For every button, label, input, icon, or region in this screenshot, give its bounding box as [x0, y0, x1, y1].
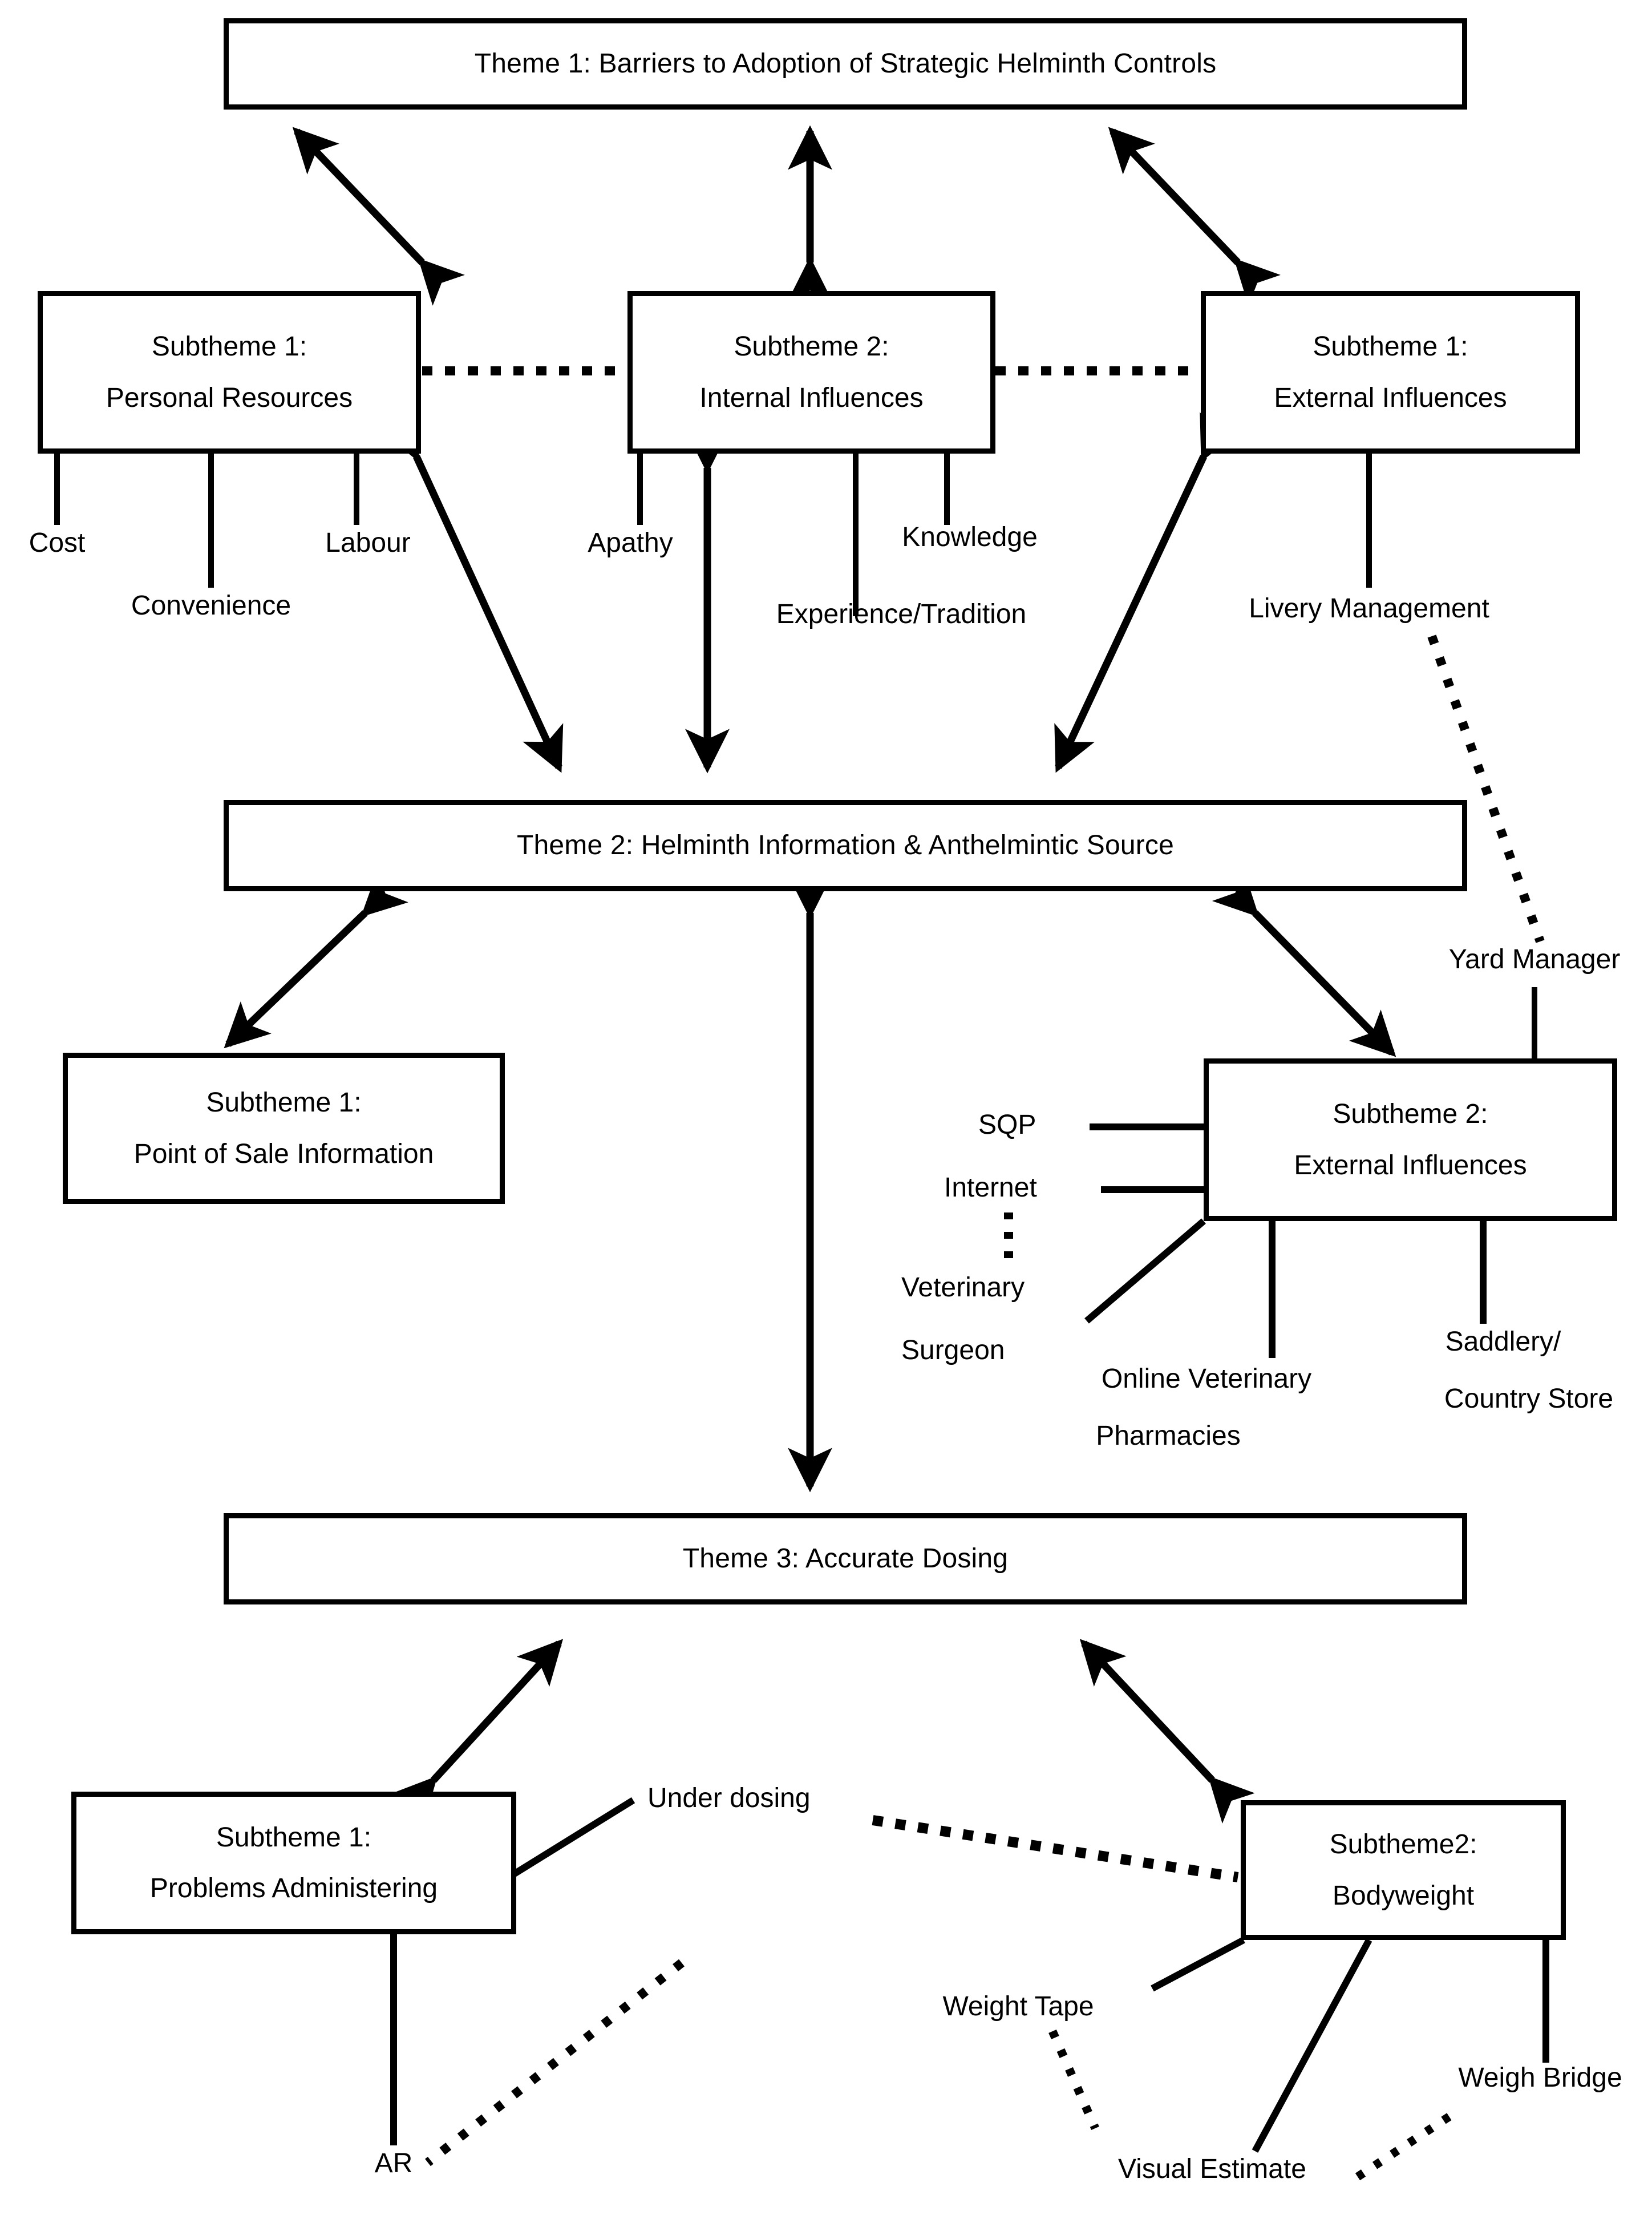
leaf-apathy: Apathy [588, 528, 673, 558]
arrow-external-theme2 [1054, 412, 1240, 773]
leaf-online-veterinary-pharmacies-line2: Pharmacies [1096, 1421, 1241, 1451]
leaf-weigh-bridge: Weigh Bridge [1458, 2063, 1622, 2093]
dotted-livery-yardmanager [1427, 634, 1545, 943]
leaf-veterinary: Veterinary [901, 1272, 1025, 1303]
theme-1-box[interactable]: Theme 1: Barriers to Adoption of Strateg… [224, 18, 1467, 110]
leaf-livery-management: Livery Management [1249, 593, 1489, 624]
leaf-under-dosing: Under dosing [647, 1783, 811, 1813]
subtheme-bodyweight-box[interactable]: Subtheme2: Bodyweight [1241, 1800, 1566, 1940]
leaf-knowledge: Knowledge [902, 522, 1038, 552]
leaf-saddlery-line1: Saddlery/ [1445, 1327, 1561, 1357]
arrow-theme2-pos [224, 870, 408, 1049]
arrow-theme1-personal [292, 127, 465, 306]
stem-underdosing-left [511, 1797, 635, 1878]
subtheme-problems-administering-box[interactable]: Subtheme 1: Problems Administering [71, 1792, 516, 1934]
subtheme-problems-administering-line2: Problems Administering [149, 1873, 438, 1903]
leaf-visual-estimate: Visual Estimate [1118, 2154, 1306, 2184]
leaf-online-veterinary-pharmacies-line1: Online Veterinary [1101, 1364, 1312, 1394]
subtheme-point-of-sale-line2: Point of Sale Information [133, 1138, 434, 1169]
theme-2-box[interactable]: Theme 2: Helminth Information & Anthelmi… [224, 800, 1467, 891]
stem-weight-tape [1151, 1937, 1245, 1992]
leaf-cost: Cost [29, 528, 86, 558]
leaf-ar: AR [374, 2148, 413, 2178]
leaf-internet: Internet [944, 1173, 1037, 1203]
leaf-convenience: Convenience [131, 591, 291, 621]
subtheme-external-influences-2-box[interactable]: Subtheme 2: External Influences [1204, 1058, 1617, 1221]
arrow-personal-theme2 [380, 412, 564, 773]
subtheme-personal-resources-line2: Personal Resources [106, 382, 353, 413]
subtheme-internal-influences-line1: Subtheme 2: [734, 332, 889, 362]
arrow-theme3-problems [391, 1639, 564, 1824]
leaf-saddlery-line2: Country Store [1444, 1384, 1614, 1414]
theme-1-label: Theme 1: Barriers to Adoption of Strateg… [474, 48, 1217, 79]
leaf-yard-manager: Yard Manager [1448, 944, 1621, 975]
subtheme-external-influences-line1: Subtheme 1: [1313, 332, 1468, 362]
leaf-weight-tape: Weight Tape [942, 1991, 1094, 2022]
theme-2-label: Theme 2: Helminth Information & Anthelmi… [516, 830, 1175, 860]
subtheme-bodyweight-line2: Bodyweight [1332, 1880, 1475, 1911]
dotted-underdosing-bodyweight [872, 1815, 1239, 1882]
leaf-labour: Labour [325, 528, 411, 558]
subtheme-point-of-sale-line1: Subtheme 1: [206, 1088, 362, 1118]
subtheme-personal-resources-line1: Subtheme 1: [151, 332, 307, 362]
arrow-theme3-bodyweight [1079, 1639, 1255, 1824]
subtheme-point-of-sale-box[interactable]: Subtheme 1: Point of Sale Information [63, 1053, 505, 1204]
subtheme-problems-administering-line1: Subtheme 1: [216, 1822, 372, 1853]
subtheme-personal-resources-box[interactable]: Subtheme 1: Personal Resources [38, 291, 421, 454]
subtheme-external-influences-2-line2: External Influences [1294, 1150, 1527, 1181]
subtheme-internal-influences-line2: Internal Influences [699, 382, 924, 413]
stem-visual-estimate [1252, 1938, 1372, 2153]
theme-3-box[interactable]: Theme 3: Accurate Dosing [224, 1513, 1467, 1604]
subtheme-external-influences-box[interactable]: Subtheme 1: External Influences [1201, 291, 1580, 454]
dotted-underdosing-ar [425, 1959, 685, 2167]
leaf-experience-tradition: Experience/Tradition [776, 599, 1027, 629]
leaf-sqp: SQP [978, 1110, 1036, 1140]
subtheme-bodyweight-line1: Subtheme2: [1329, 1829, 1477, 1860]
subtheme-internal-influences-box[interactable]: Subtheme 2: Internal Influences [627, 291, 995, 454]
arrow-theme1-external [1108, 127, 1281, 306]
arrow-theme2-external2 [1212, 870, 1396, 1057]
theme-3-label: Theme 3: Accurate Dosing [682, 1543, 1009, 1574]
subtheme-external-influences-line2: External Influences [1274, 382, 1507, 413]
stem-vet-surgeon [1084, 1218, 1206, 1324]
dotted-weighttape-visual [1048, 2029, 1099, 2131]
subtheme-external-influences-2-line1: Subtheme 2: [1333, 1099, 1488, 1130]
dotted-visual-weighbridge [1355, 2107, 1460, 2181]
leaf-surgeon: Surgeon [901, 1335, 1005, 1365]
